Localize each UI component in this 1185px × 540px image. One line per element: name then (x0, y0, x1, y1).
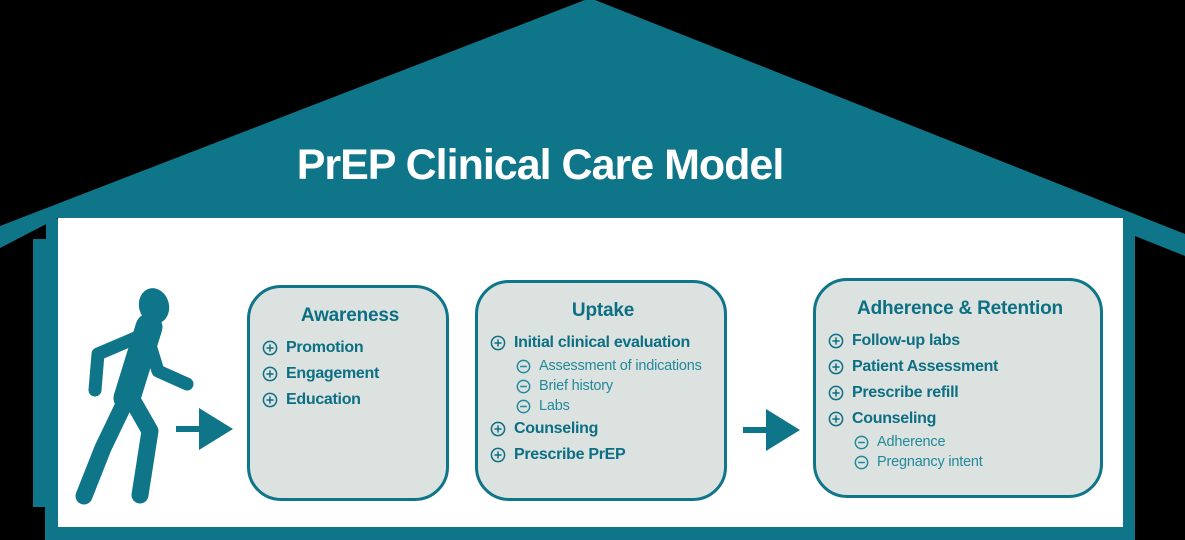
circle-minus-icon (516, 379, 531, 394)
circle-plus-icon (490, 447, 506, 463)
stage-item: Counseling (828, 406, 1092, 432)
stage-item-label: Adherence (877, 434, 946, 450)
stage-box-adherence-retention: Adherence & Retention Follow-up labs Pat… (813, 278, 1103, 498)
right-wall (1123, 218, 1135, 540)
circle-minus-icon (854, 435, 869, 450)
stage-box-uptake: Uptake Initial clinical evaluation Asses… (475, 280, 727, 501)
walking-person-icon (70, 278, 210, 518)
stage-item: Adherence (854, 432, 1092, 452)
stage-item-label: Counseling (514, 420, 599, 437)
stage-item-label: Prescribe refill (852, 384, 959, 401)
stage-item-label: Assessment of indications (539, 358, 702, 374)
stage-item-label: Promotion (286, 339, 364, 356)
circle-minus-icon (516, 359, 531, 374)
stage-item-label: Initial clinical evaluation (514, 334, 690, 351)
stage-item-label: Patient Assessment (852, 358, 999, 375)
circle-plus-icon (262, 340, 278, 356)
stage-box-awareness: Awareness Promotion Engagement Education (247, 285, 449, 501)
diagram-title: PrEP Clinical Care Model (296, 141, 785, 189)
stage-item-label: Counseling (852, 410, 937, 427)
stage-item: Promotion (262, 335, 438, 361)
bottom-wall (45, 527, 1135, 540)
left-wall-bar (33, 219, 58, 529)
stage-title: Adherence & Retention (857, 298, 1063, 319)
circle-plus-icon (828, 359, 844, 375)
circle-plus-icon (262, 366, 278, 382)
circle-plus-icon (490, 335, 506, 351)
stage-title: Uptake (571, 300, 635, 321)
stage-item: Counseling (490, 416, 716, 442)
stage-item: Assessment of indications (516, 356, 716, 376)
stage-item-label: Brief history (539, 378, 613, 394)
stage-item: Pregnancy intent (854, 452, 1092, 472)
circle-minus-icon (854, 455, 869, 470)
stage-item-label: Follow-up labs (852, 332, 960, 349)
stage-item-label: Labs (539, 398, 570, 414)
stage-title: Awareness (300, 305, 400, 326)
circle-plus-icon (828, 411, 844, 427)
stage-item: Follow-up labs (828, 328, 1092, 354)
circle-plus-icon (262, 392, 278, 408)
stage-item: Engagement (262, 361, 438, 387)
stage-item: Brief history (516, 376, 716, 396)
roof-shape (0, 0, 1185, 256)
arrow-right-icon (175, 405, 235, 458)
stage-item-label: Education (286, 391, 361, 408)
arrow-right-icon (742, 406, 802, 459)
stage-item: Labs (516, 396, 716, 416)
stage-item: Initial clinical evaluation (490, 330, 716, 356)
stage-item: Education (262, 387, 438, 413)
stage-item: Patient Assessment (828, 354, 1092, 380)
circle-plus-icon (828, 333, 844, 349)
circle-plus-icon (490, 421, 506, 437)
circle-minus-icon (516, 399, 531, 414)
stage-item-label: Prescribe PrEP (514, 446, 626, 463)
stage-item-label: Engagement (286, 365, 380, 382)
stage-item: Prescribe refill (828, 380, 1092, 406)
stage-item: Prescribe PrEP (490, 442, 716, 468)
circle-plus-icon (828, 385, 844, 401)
stage-item-label: Pregnancy intent (877, 454, 983, 470)
